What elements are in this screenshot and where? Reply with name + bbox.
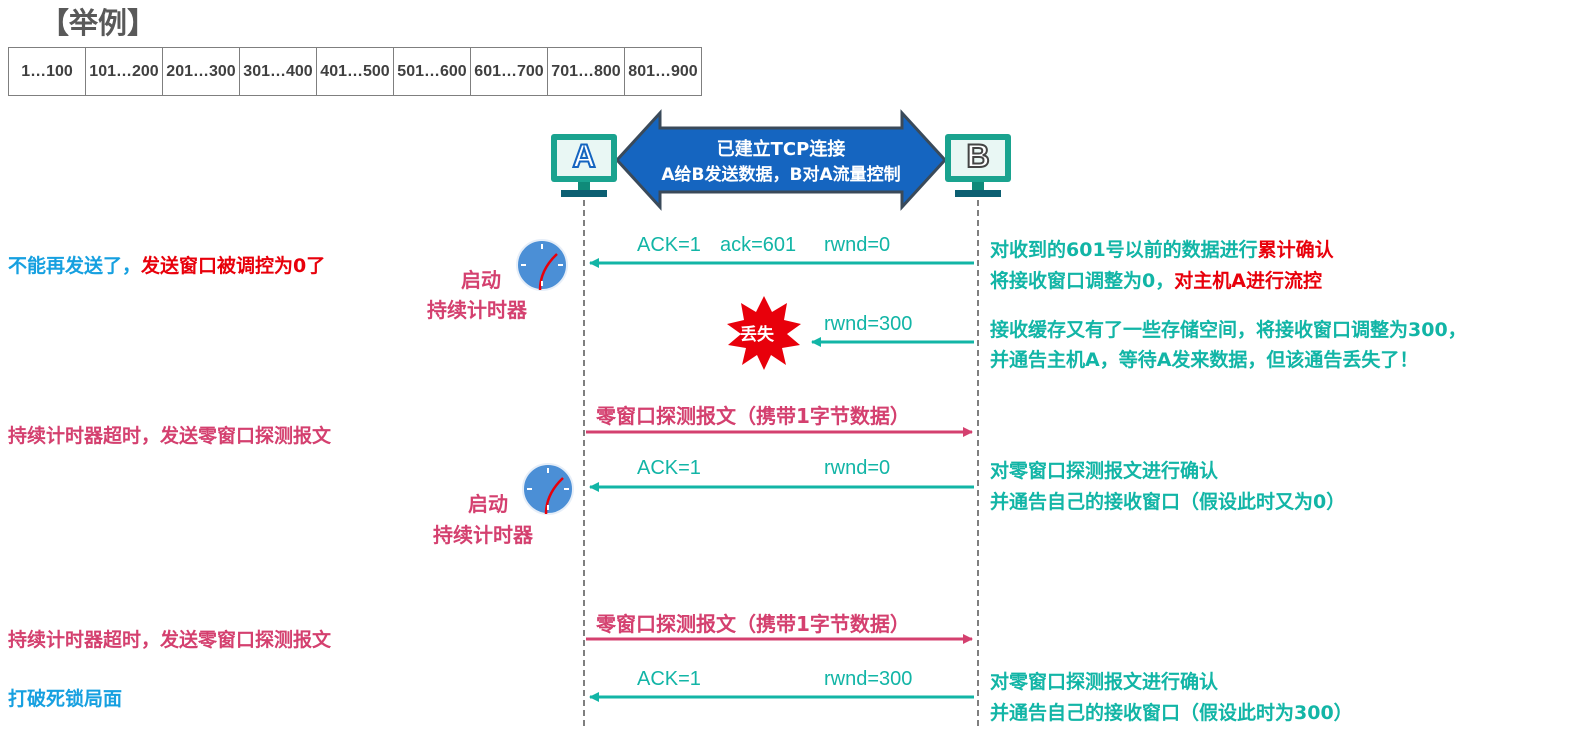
left-note-timeout-1: 持续计时器超时，发送零窗口探测报文 [8, 425, 332, 447]
msg6-ack-label: ACK=1 [637, 668, 701, 690]
msg4-ack-label: ACK=1 [637, 457, 701, 479]
right-note-1-line1: 对收到的601号以前的数据进行累计确认 [990, 235, 1334, 262]
note-text-highlight: 累计确认 [1257, 239, 1334, 261]
seq-cell: 801…900 [624, 47, 702, 96]
right-note-4-line2: 并通告自己的接收窗口（假设此时为300） [990, 702, 1353, 724]
note-text-highlight: 对主机A进行流控 [1174, 270, 1322, 292]
note-text: 将接收窗口调整为0， [990, 270, 1175, 292]
timer-clock-icon [516, 239, 568, 291]
right-note-4-line1: 对零窗口探测报文进行确认 [990, 671, 1219, 693]
seq-cell: 101…200 [85, 47, 163, 96]
note-text: 不能再发送了， [8, 255, 142, 277]
left-note-cannot-send: 不能再发送了，发送窗口被调控为0了 [8, 251, 325, 278]
timer2-start-label: 启动 [468, 492, 508, 516]
seq-cell: 301…400 [239, 47, 317, 96]
right-note-1-line2: 将接收窗口调整为0，对主机A进行流控 [990, 266, 1322, 293]
right-note-3-line2: 并通告自己的接收窗口（假设此时又为0） [990, 491, 1346, 513]
seq-cell: 201…300 [162, 47, 240, 96]
msg3-probe-label: 零窗口探测报文（携带1字节数据） [596, 404, 910, 428]
connection-title: 已建立TCP连接 [716, 139, 846, 160]
msg2-rwnd-label: rwnd=300 [824, 313, 913, 335]
page-title: 【举例】 [40, 6, 157, 40]
msg4-rwnd-label: rwnd=0 [824, 457, 891, 479]
seq-cell: 501…600 [393, 47, 471, 96]
seq-cell: 601…700 [470, 47, 548, 96]
connection-subtitle: A给B发送数据，B对A流量控制 [661, 165, 901, 185]
left-note-timeout-2: 持续计时器超时，发送零窗口探测报文 [8, 629, 332, 651]
msg5-probe-label: 零窗口探测报文（携带1字节数据） [596, 612, 910, 636]
lost-label: 丢失 [740, 325, 774, 345]
note-text: 对收到的601号以前的数据进行 [990, 239, 1258, 261]
msg6-rwnd-label: rwnd=300 [824, 668, 913, 690]
right-note-2-line1: 接收缓存又有了一些存储空间，将接收窗口调整为300， [990, 319, 1467, 341]
host-b-label: B [965, 137, 990, 175]
host-a-label: A [571, 137, 596, 175]
right-note-2-line2: 并通告主机A，等待A发来数据，但该通告丢失了！ [990, 349, 1419, 371]
msg1-rwnd-label: rwnd=0 [824, 234, 891, 256]
host-a-monitor-icon [551, 134, 617, 197]
msg1-ack-label: ACK=1 [637, 234, 701, 256]
seq-cell: 1…100 [8, 47, 86, 96]
left-note-break-deadlock: 打破死锁局面 [8, 688, 123, 710]
timer1-name-label: 持续计时器 [427, 298, 527, 322]
seq-cell: 701…800 [547, 47, 625, 96]
sequence-number-table: 1…100 101…200 201…300 301…400 401…500 50… [8, 47, 702, 96]
right-note-3-line1: 对零窗口探测报文进行确认 [990, 460, 1219, 482]
timer2-name-label: 持续计时器 [433, 523, 533, 547]
seq-cell: 401…500 [316, 47, 394, 96]
host-b-monitor-icon [945, 134, 1011, 197]
note-text-highlight: 发送窗口被调控为0了 [141, 255, 326, 277]
timer-clock-icon [522, 463, 574, 515]
msg1-acknum-label: ack=601 [720, 234, 797, 256]
lost-burst-icon [727, 296, 801, 370]
timer1-start-label: 启动 [461, 268, 501, 292]
